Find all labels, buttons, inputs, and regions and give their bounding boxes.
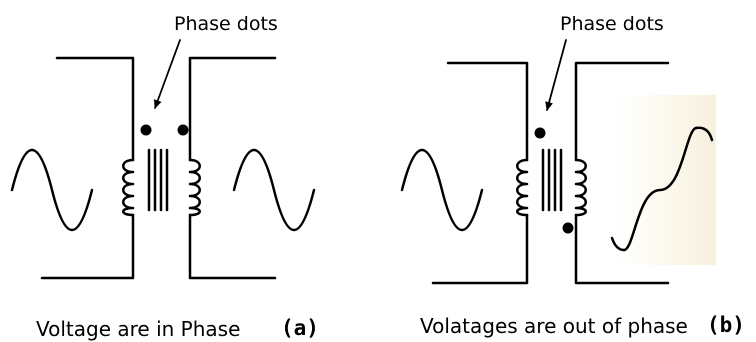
primary-phase-dot-a <box>140 124 152 136</box>
secondary-coil-a <box>188 158 201 217</box>
primary-wire-top-b <box>446 61 529 162</box>
secondary-phase-dot-a <box>177 124 189 136</box>
caption-text-b: Volatages are out of phase <box>420 314 688 338</box>
primary-wire-bottom-a <box>40 213 135 280</box>
phase-dots-label-a: Phase dots <box>174 13 278 35</box>
diagram-a: Phase dots Voltage are in Phase (a) <box>10 13 319 341</box>
secondary-coil-b <box>574 158 587 217</box>
secondary-wire-bottom-b <box>574 213 670 285</box>
faded-background-b <box>612 95 716 265</box>
phase-dots-label-b: Phase dots <box>560 13 664 35</box>
secondary-wire-top-b <box>574 61 670 162</box>
secondary-phase-dot-b <box>562 222 574 234</box>
diagram-b: Phase dots Volatages are out of phase (b… <box>400 13 745 338</box>
primary-coil-b <box>516 158 529 217</box>
secondary-wire-bottom-a <box>188 213 277 280</box>
primary-coil-a <box>122 158 135 217</box>
caption-text-a: Voltage are in Phase <box>36 317 240 341</box>
input-sine-wave-a <box>10 148 94 232</box>
input-sine-wave-b <box>400 148 484 232</box>
primary-phase-dot-b <box>534 127 546 139</box>
caption-tag-a: (a) <box>281 316 319 340</box>
secondary-wire-top-a <box>188 56 277 162</box>
iron-core-b <box>541 148 563 212</box>
output-sine-wave-a <box>232 148 316 232</box>
primary-wire-bottom-b <box>431 213 529 285</box>
caption-tag-b: (b) <box>707 313 745 337</box>
phase-dots-arrow-b <box>545 39 567 111</box>
output-sine-wave-b <box>622 126 698 252</box>
phase-dots-arrow-a <box>154 39 181 109</box>
primary-wire-top-a <box>55 56 135 162</box>
output-sine-wave-b-tail <box>610 236 626 252</box>
output-sine-wave-b-head <box>694 126 714 142</box>
iron-core-a <box>147 148 169 212</box>
